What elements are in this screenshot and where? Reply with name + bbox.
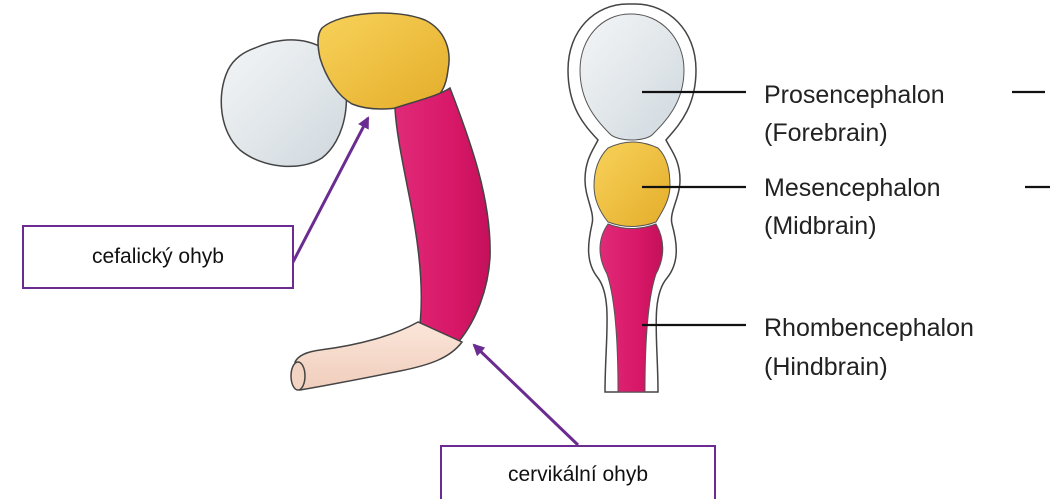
cervical-flexure-text: cervikální ohyb xyxy=(508,463,648,487)
dorsal-view xyxy=(568,4,696,392)
lateral-spinal-cord xyxy=(295,322,462,390)
midbrain-label: (Midbrain) xyxy=(764,212,877,240)
cephalic-flexure-callout: cefalický ohyb xyxy=(22,225,294,289)
lateral-view xyxy=(221,13,490,390)
cervical-flexure-callout: cervikální ohyb xyxy=(440,445,716,499)
cervical-flexure-arrow xyxy=(474,345,578,445)
hindbrain-label: (Hindbrain) xyxy=(764,353,888,381)
lateral-spinal-cut xyxy=(291,362,305,390)
dorsal-midbrain xyxy=(594,142,670,227)
mesencephalon-label: Mesencephalon xyxy=(764,174,941,202)
cephalic-flexure-text: cefalický ohyb xyxy=(92,245,224,269)
lateral-hindbrain xyxy=(395,88,490,344)
rhombencephalon-label: Rhombencephalon xyxy=(764,314,974,342)
forebrain-label: (Forebrain) xyxy=(764,119,888,147)
prosencephalon-label: Prosencephalon xyxy=(764,81,945,109)
region-labels: Prosencephalon (Forebrain) Mesencephalon… xyxy=(764,81,974,381)
